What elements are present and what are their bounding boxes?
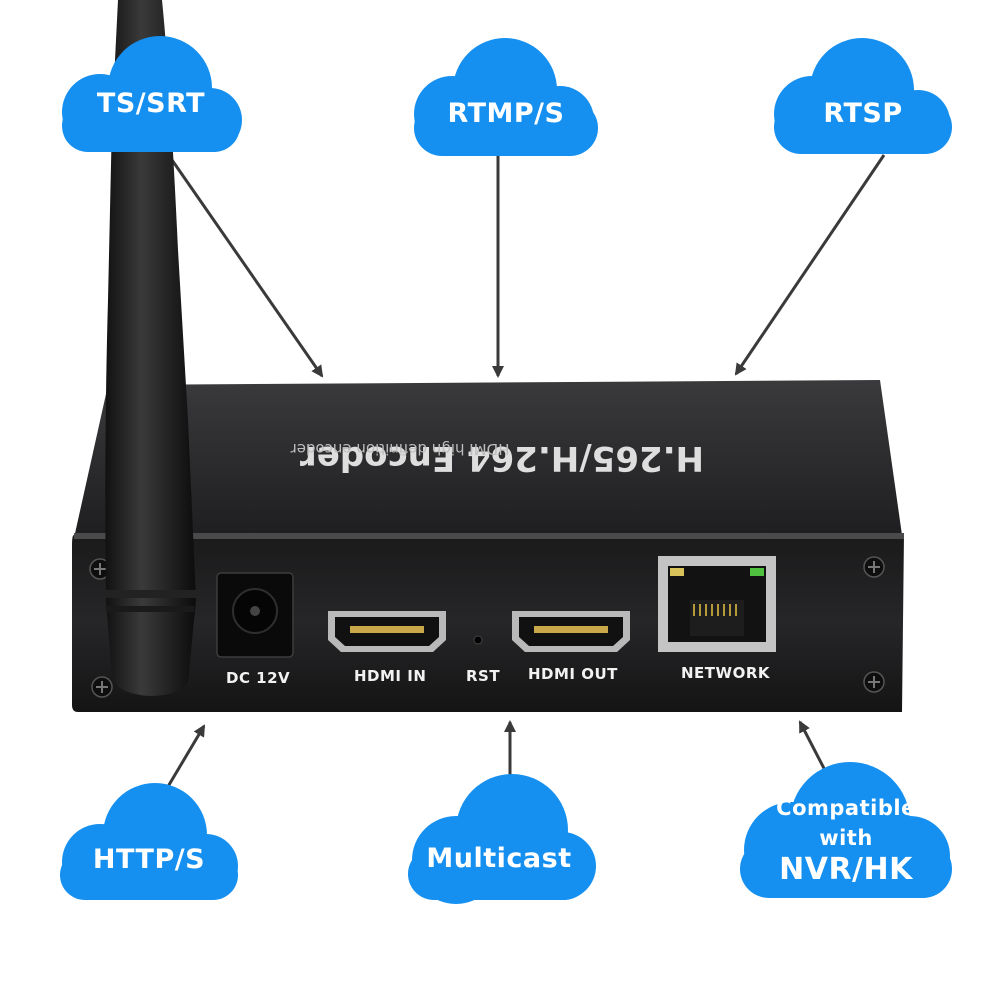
arrow-ts-srt <box>170 159 324 378</box>
cloud-label-compatible-line2: with <box>819 826 873 850</box>
cloud-label-rtsp: RTSP <box>823 98 903 129</box>
device-subtitle: HDMI high definition encoder <box>290 440 510 458</box>
cloud-label-rtmp: RTMP/S <box>447 98 565 129</box>
wifi-antenna <box>104 0 196 696</box>
cloud-http <box>60 783 238 900</box>
screw-icon <box>91 676 113 698</box>
cloud-label-compatible-line3: NVR/HK <box>779 852 913 887</box>
rst-label: RST <box>466 667 501 685</box>
cloud-label-http: HTTP/S <box>92 844 206 875</box>
cloud-compatible <box>740 762 952 898</box>
screw-icon <box>863 556 885 578</box>
device-edge-highlight <box>74 533 904 539</box>
cloud-label-ts-srt: TS/SRT <box>96 88 206 119</box>
cloud-label-compatible-line1: Compatible <box>776 796 916 820</box>
reset-pinhole <box>473 635 483 645</box>
cloud-rtsp <box>774 38 952 154</box>
device-front-face <box>72 533 904 712</box>
device-top-surface <box>74 380 902 538</box>
cloud-multicast <box>408 774 596 904</box>
arrow-rtsp <box>734 154 886 376</box>
network-port <box>658 556 776 652</box>
screw-icon <box>863 671 885 693</box>
dc-power-jack <box>216 572 294 658</box>
dc-label: DC 12V <box>226 669 291 687</box>
hdmi-out-label: HDMI OUT <box>528 665 618 683</box>
network-label: NETWORK <box>681 664 771 682</box>
hdmi-in-port <box>328 611 446 652</box>
cloud-label-multicast: Multicast <box>426 843 572 874</box>
screw-icon <box>89 558 111 580</box>
cloud-ts-srt <box>62 36 242 152</box>
cloud-rtmp <box>414 38 598 156</box>
hdmi-in-label: HDMI IN <box>354 667 427 685</box>
hdmi-out-port <box>512 611 630 652</box>
